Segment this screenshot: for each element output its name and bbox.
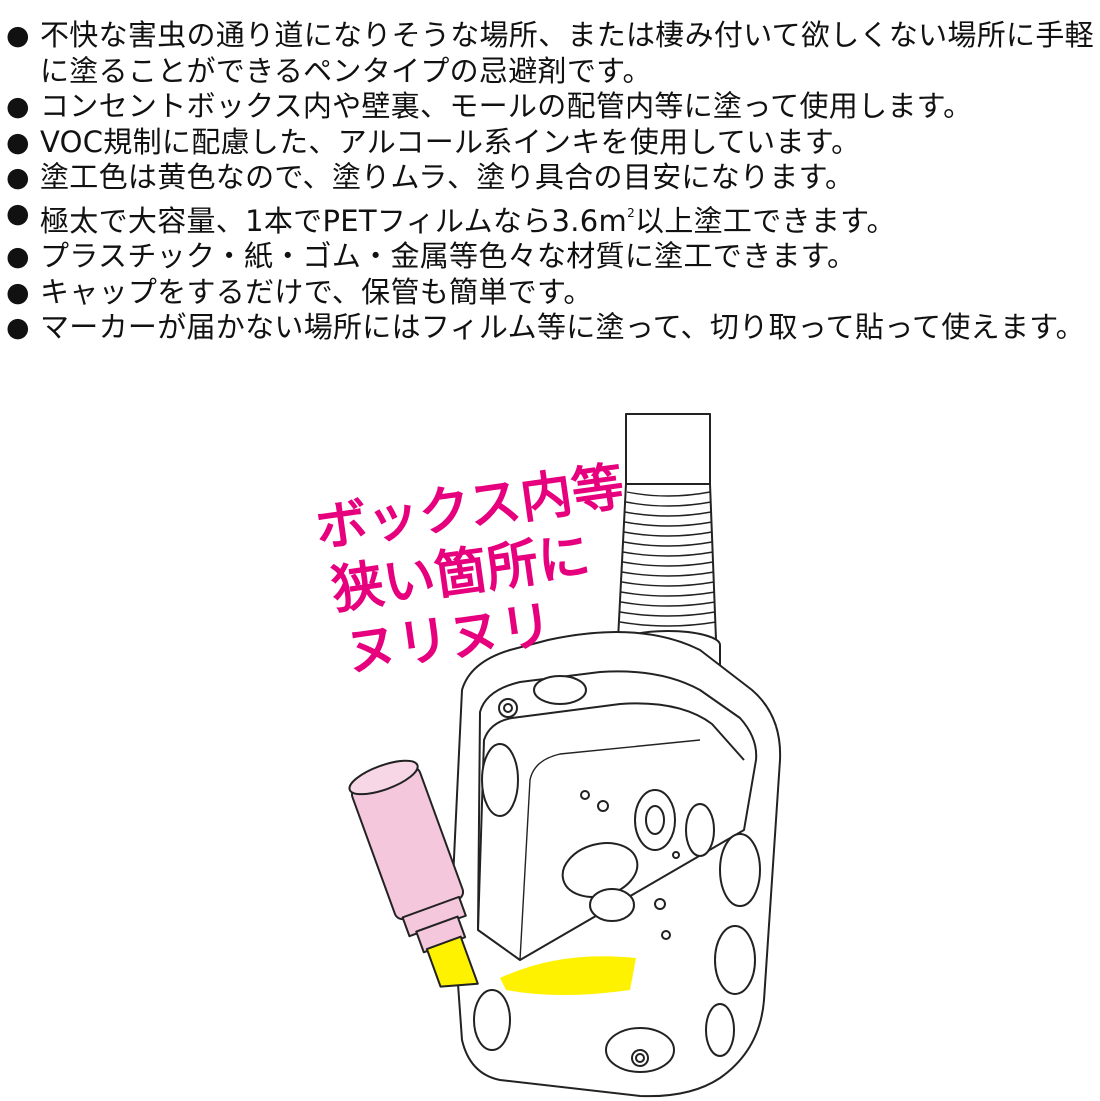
bullet-icon: ● [6, 197, 30, 229]
marker-pen [348, 759, 479, 988]
feature-text: キャップをするだけで、保管も簡単です。 [40, 274, 593, 309]
feature-text: マーカーが届かない場所にはフィルム等に塗って、切り取って貼って使えます。 [40, 310, 1085, 344]
feature-text: VOC規制に配慮した、アルコール系インキを使用しています。 [40, 124, 861, 159]
junction-box-illustration [348, 413, 782, 1098]
bullet-icon: ● [6, 91, 30, 122]
feature-item-yellow: ● 塗工色は黄色なので、塗りムラ、塗り具合の目安になります。 [6, 160, 1096, 196]
feature-text-after: 以上塗工できます。 [635, 203, 896, 238]
bullet-icon: ● [6, 162, 30, 193]
feature-item-pests: ● 不快な害虫の通り道になりそうな場所、または棲み付いて欲しくない場所に手軽に塗… [6, 18, 1096, 89]
callout-text: ボックス内等 狭い箇所に ヌリヌリ [312, 457, 628, 700]
feature-text: コンセントボックス内や壁裏、モールの配管内等に塗って使用します。 [40, 89, 973, 123]
junction-box [451, 631, 782, 1098]
feature-item-cap: ● キャップをするだけで、保管も簡単です。 [6, 275, 1096, 311]
bullet-icon: ● [6, 126, 30, 158]
feature-item-outlet: ● コンセントボックス内や壁裏、モールの配管内等に塗って使用します。 [6, 89, 1096, 125]
paint-stroke-arrow [500, 956, 636, 995]
feature-text: プラスチック・紙・ゴム・金属等色々な材質に塗工できます。 [40, 239, 857, 273]
feature-text-superscript: 2 [627, 205, 636, 220]
bullet-icon: ● [6, 312, 30, 343]
feature-text: 塗工色は黄色なので、塗りムラ、塗り具合の目安になります。 [40, 160, 855, 194]
feature-item-materials: ● プラスチック・紙・ゴム・金属等色々な材質に塗工できます。 [6, 239, 1096, 275]
bullet-icon: ● [6, 241, 30, 272]
feature-item-capacity: ● 極太で大容量、1本でPETフィルムなら3.6m2以上塗工できます。 [6, 196, 1096, 240]
feature-text: 不快な害虫の通り道になりそうな場所、または棲み付いて欲しくない場所に手軽に塗るこ… [40, 18, 1094, 88]
bullet-icon: ● [6, 20, 30, 51]
feature-text: 極太で大容量、1本でPETフィルムなら3.6m2以上塗工できます。 [40, 196, 1096, 240]
feature-item-film: ● マーカーが届かない場所にはフィルム等に塗って、切り取って貼って使えます。 [6, 310, 1096, 346]
feature-item-voc: ● VOC規制に配慮した、アルコール系インキを使用しています。 [6, 125, 1096, 161]
feature-list: ● 不快な害虫の通り道になりそうな場所、または棲み付いて欲しくない場所に手軽に塗… [6, 18, 1096, 346]
feature-text-before: 極太で大容量、1本でPETフィルムなら3.6m [40, 203, 628, 238]
bullet-icon: ● [6, 276, 30, 308]
